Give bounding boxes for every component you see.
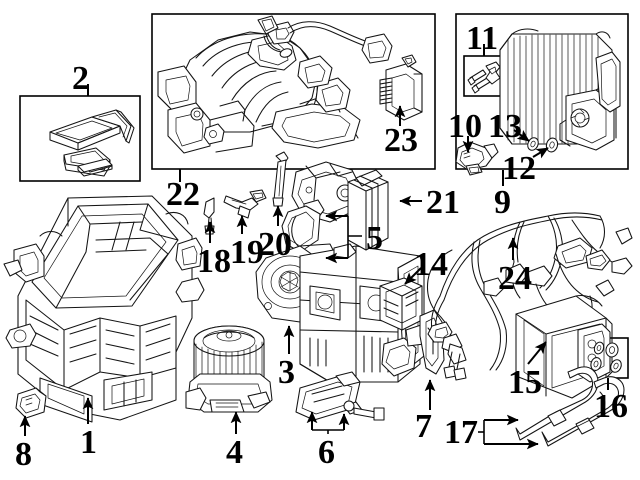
part-screw-clip-kit	[467, 61, 501, 94]
part-flap-cover-and-rod	[295, 371, 385, 421]
part-actuating-lever	[223, 189, 267, 219]
part-o-rings	[527, 137, 559, 153]
callout-23: 23	[384, 122, 418, 159]
leader-5-bracket	[347, 216, 362, 258]
callout-24: 24	[498, 260, 532, 297]
group-box-22	[151, 13, 436, 170]
callout-6: 6	[318, 434, 335, 471]
callout-2: 2	[72, 60, 89, 97]
part-control-module	[379, 277, 423, 331]
part-air-duct-assembly	[157, 15, 393, 154]
callout-11: 11	[466, 20, 499, 57]
callout-4: 4	[226, 434, 243, 471]
callout-20: 20	[258, 226, 292, 263]
part-blower-motor	[185, 325, 273, 413]
callout-9: 9	[494, 184, 511, 221]
leader-13	[513, 129, 530, 142]
callout-13: 13	[488, 108, 522, 145]
callout-22: 22	[166, 176, 200, 213]
callout-17: 17	[444, 414, 478, 451]
callout-12: 12	[502, 150, 536, 187]
callout-14: 14	[414, 246, 448, 283]
group-box-2	[19, 95, 141, 182]
leader-14	[404, 267, 422, 285]
callout-8: 8	[15, 436, 32, 473]
leader-12	[532, 147, 549, 159]
callout-1: 1	[80, 424, 97, 461]
callout-10: 10	[448, 108, 482, 145]
callout-21: 21	[426, 184, 460, 221]
leader-lines	[19, 44, 609, 450]
part-o-ring-set	[590, 341, 622, 373]
part-temperature-sensor	[15, 387, 47, 419]
part-cabin-air-filter-kit	[49, 109, 135, 177]
part-charcoal-filter	[347, 169, 389, 251]
leader-15	[527, 341, 547, 365]
part-heater-air-conditioner-housing	[3, 195, 205, 423]
callout-16: 16	[594, 388, 628, 425]
callout-15: 15	[508, 364, 542, 401]
callout-5: 5	[366, 220, 383, 257]
callout-3: 3	[278, 354, 295, 391]
callout-7: 7	[415, 408, 432, 445]
part-evaporator-assembly	[499, 28, 621, 151]
part-actuator-motor	[281, 161, 367, 253]
callout-18: 18	[197, 243, 231, 280]
part-expansion-valve	[455, 141, 499, 176]
part-coolant-hose-pair	[515, 366, 625, 447]
part-wiring-harness	[427, 212, 633, 381]
part-push-rod	[272, 151, 289, 207]
group-box-9	[455, 13, 629, 170]
callout-19: 19	[230, 234, 264, 271]
